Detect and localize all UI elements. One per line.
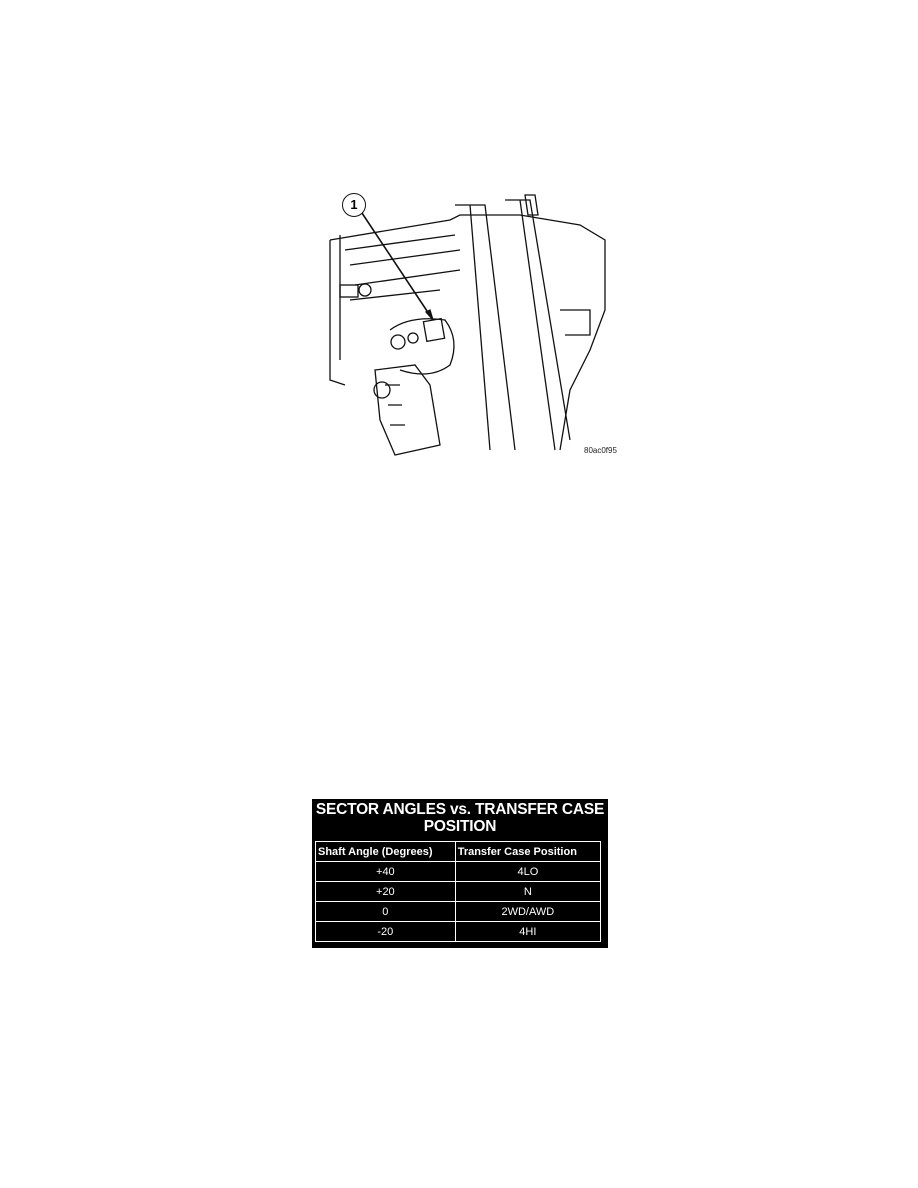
case-position: N — [454, 881, 602, 902]
figure-code: 80ac0f95 — [584, 446, 617, 455]
callout-1: 1 — [342, 193, 366, 217]
header-transfer-case-position: Transfer Case Position — [454, 841, 602, 862]
shaft-angle: +40 — [315, 861, 456, 882]
transfer-case-illustration: 1 — [320, 190, 620, 460]
sector-angles-table: SECTOR ANGLES vs. TRANSFER CASE POSITION… — [312, 799, 608, 948]
table-header-row: Shaft Angle (Degrees) Transfer Case Posi… — [315, 841, 602, 862]
shaft-angle: +20 — [315, 881, 456, 902]
shaft-angle: 0 — [315, 901, 456, 922]
case-position: 4LO — [454, 861, 602, 882]
header-shaft-angle: Shaft Angle (Degrees) — [315, 841, 456, 862]
case-position: 2WD/AWD — [454, 901, 602, 922]
case-position: 4HI — [454, 921, 602, 942]
table-title: SECTOR ANGLES vs. TRANSFER CASE POSITION — [315, 801, 605, 835]
shaft-angle: -20 — [315, 921, 456, 942]
